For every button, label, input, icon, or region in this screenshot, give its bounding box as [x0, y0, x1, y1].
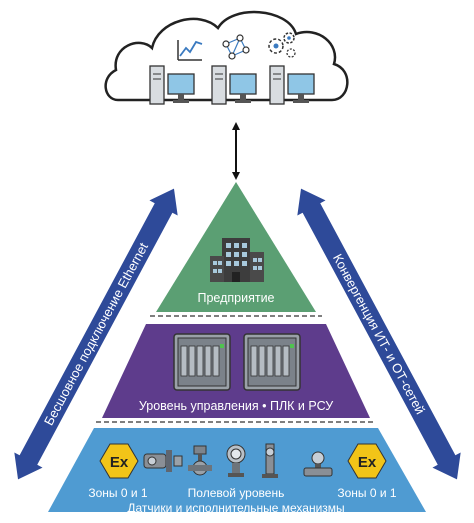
ex-badge-left: Ex	[99, 443, 139, 479]
enterprise-label: Предприятие	[197, 291, 274, 305]
field-devices	[143, 443, 333, 478]
svg-text:Ex: Ex	[358, 454, 377, 471]
network-graph-icon	[222, 34, 250, 60]
server-row	[149, 65, 315, 105]
gears-icon	[268, 32, 296, 58]
server-workstation	[149, 65, 195, 105]
line-chart-icon	[177, 40, 203, 61]
server-workstation	[211, 65, 257, 105]
transmitter-icon	[226, 444, 246, 477]
server-workstation	[269, 65, 315, 105]
field-level-label: Полевой уровень	[188, 486, 285, 500]
building-icon	[210, 238, 264, 282]
svg-text:Ex: Ex	[110, 454, 129, 471]
control-layer	[102, 324, 370, 418]
zone-label-left: Зоны 0 и 1	[88, 486, 148, 500]
actuator-icon	[143, 450, 183, 472]
valve-icon	[188, 445, 212, 476]
field-footer-label: Датчики и исполнительные механизмы	[127, 501, 344, 515]
zone-label-right: Зоны 0 и 1	[337, 486, 397, 500]
level-sensor-icon	[262, 443, 278, 478]
flowmeter-icon	[303, 451, 333, 477]
plc-cabinet-icon	[243, 333, 301, 391]
plc-cabinet-icon	[173, 333, 231, 391]
ex-badge-right: Ex	[347, 443, 387, 479]
control-level-label: Уровень управления • ПЛК и РСУ	[139, 399, 333, 413]
